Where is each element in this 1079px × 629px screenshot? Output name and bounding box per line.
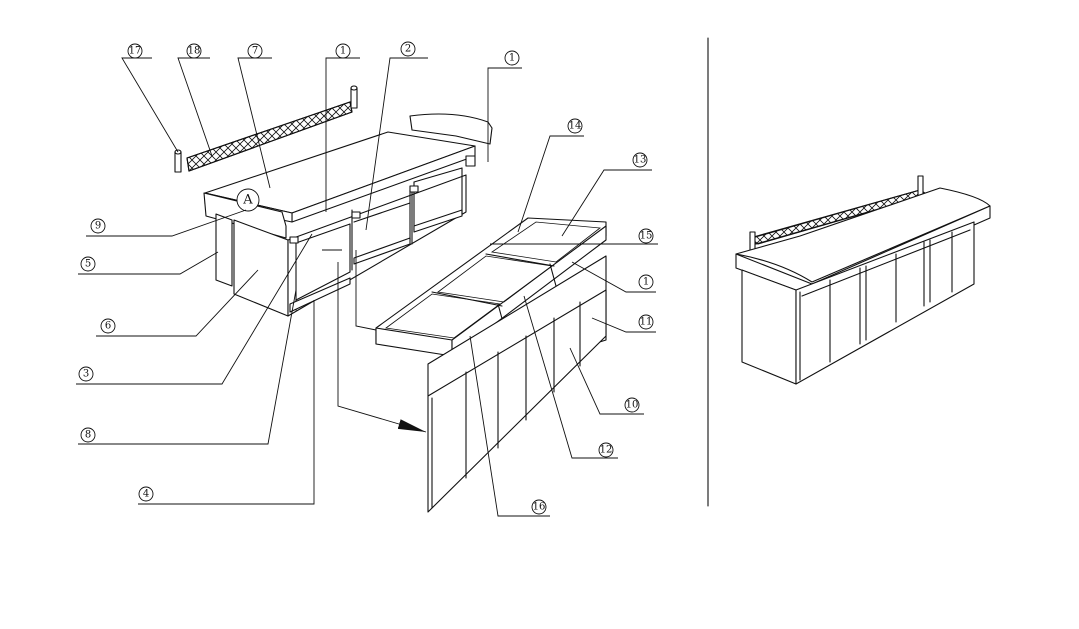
reference-mark-a: A — [236, 188, 260, 212]
callout-14: 14 — [517, 118, 584, 233]
callout-13: 13 — [561, 152, 652, 237]
callout-1-top-left: 1 — [325, 43, 360, 212]
post-left — [174, 149, 182, 173]
svg-text:17: 17 — [129, 46, 142, 57]
svg-text:18: 18 — [188, 46, 201, 57]
post-right — [350, 85, 358, 109]
svg-text:14: 14 — [569, 121, 582, 132]
callout-3: 3 — [76, 233, 313, 385]
back-headboard — [409, 113, 493, 145]
svg-text:8: 8 — [85, 430, 91, 441]
svg-text:7: 7 — [252, 46, 258, 57]
callout-11: 11 — [591, 314, 656, 333]
svg-text:16: 16 — [533, 502, 546, 513]
svg-text:2: 2 — [405, 44, 411, 55]
callout-6: 6 — [96, 269, 259, 337]
callout-9: 9 — [86, 209, 247, 237]
callout-17: 17 — [121, 43, 179, 153]
callout-2: 2 — [365, 41, 428, 231]
svg-text:3: 3 — [83, 369, 89, 380]
svg-text:13: 13 — [634, 155, 647, 166]
callout-16: 16 — [469, 335, 550, 517]
svg-text:6: 6 — [105, 321, 111, 332]
svg-text:10: 10 — [626, 400, 639, 411]
callout-10: 10 — [569, 347, 644, 415]
svg-text:11: 11 — [640, 317, 653, 328]
assembly-arrow-door — [337, 262, 427, 433]
base-cabinet — [215, 155, 476, 317]
side-panel — [427, 255, 607, 397]
callout-1-right: 1 — [571, 261, 656, 293]
callout-4: 4 — [138, 300, 315, 505]
svg-text:5: 5 — [85, 259, 91, 270]
callout-12: 12 — [523, 295, 618, 459]
svg-text:15: 15 — [640, 231, 653, 242]
svg-text:1: 1 — [643, 277, 649, 288]
svg-text:1: 1 — [340, 46, 346, 57]
callout-7: 7 — [237, 43, 272, 189]
callout-18: 18 — [177, 43, 213, 157]
svg-text:1: 1 — [509, 53, 515, 64]
assembled-view — [735, 175, 991, 385]
drawer-assembly — [375, 217, 607, 357]
svg-text:A: A — [242, 193, 253, 208]
callout-8: 8 — [78, 289, 297, 445]
svg-text:4: 4 — [143, 489, 149, 500]
callout-15: 15 — [490, 228, 658, 245]
svg-text:9: 9 — [95, 221, 101, 232]
callout-5: 5 — [78, 251, 219, 275]
front-door-panel — [427, 289, 607, 513]
svg-text:12: 12 — [600, 445, 613, 456]
front-headboard — [203, 192, 287, 239]
assembly-path-drawer — [355, 250, 377, 331]
callout-1-top-right: 1 — [487, 50, 522, 162]
